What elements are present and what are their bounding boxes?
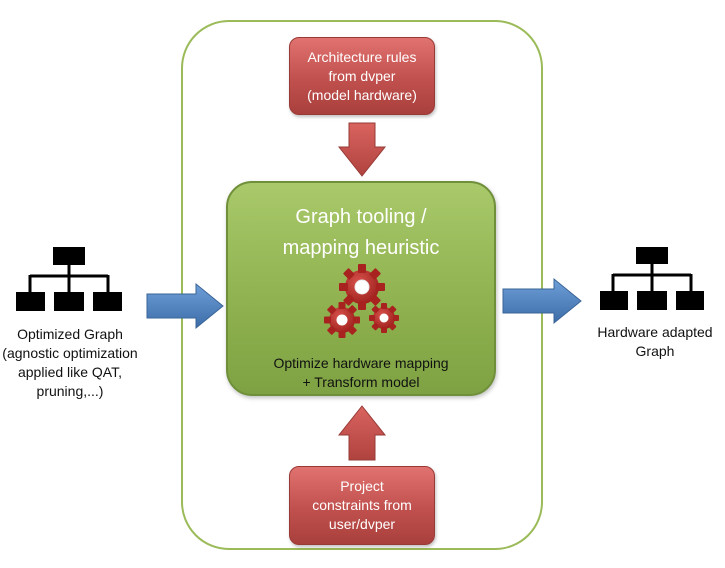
graph-tooling-title-line-1: Graph tooling / [295,206,427,228]
architecture-rules-line-2: from dvper [328,67,396,84]
output-graph-line-2: Graph [635,343,675,359]
architecture-rules-box: Architecture rules from dvper (model har… [289,37,435,115]
input-graph-line-4: pruning,...) [36,383,104,399]
graph-tooling-subtitle-line-2: + Transform model [302,374,420,390]
hierarchy-graph-icon [600,247,704,310]
output-graph-label: Hardware adapted Graph [585,323,725,361]
project-constraints-box: Project constraints from user/dvper [289,466,435,545]
project-constraints-line-1: Project [340,478,384,494]
output-graph-line-1: Hardware adapted [597,324,713,340]
graph-tooling-subtitle-line-1: Optimize hardware mapping [273,355,449,371]
gears-icon [324,264,399,338]
input-graph-line-3: applied like QAT, [17,364,122,380]
graph-tooling-title: Graph tooling / mapping heuristic [226,202,496,264]
architecture-rules-line-1: Architecture rules [307,48,417,65]
right-arrow-output [502,277,582,325]
project-constraints-line-2: constraints from [312,497,412,513]
input-graph-label: Optimized Graph (agnostic optimization a… [0,325,140,401]
graph-tooling-subtitle: Optimize hardware mapping + Transform mo… [226,354,496,392]
right-arrow-input [146,282,224,330]
input-graph-line-2: (agnostic optimization [2,345,138,361]
project-constraints-line-3: user/dvper [328,516,396,532]
up-arrow [337,405,387,461]
input-graph-line-1: Optimized Graph [17,326,123,342]
down-arrow [337,122,387,177]
hierarchy-graph-icon [16,247,122,311]
graph-tooling-title-line-2: mapping heuristic [282,237,440,259]
architecture-rules-line-3: (model hardware) [307,86,417,103]
